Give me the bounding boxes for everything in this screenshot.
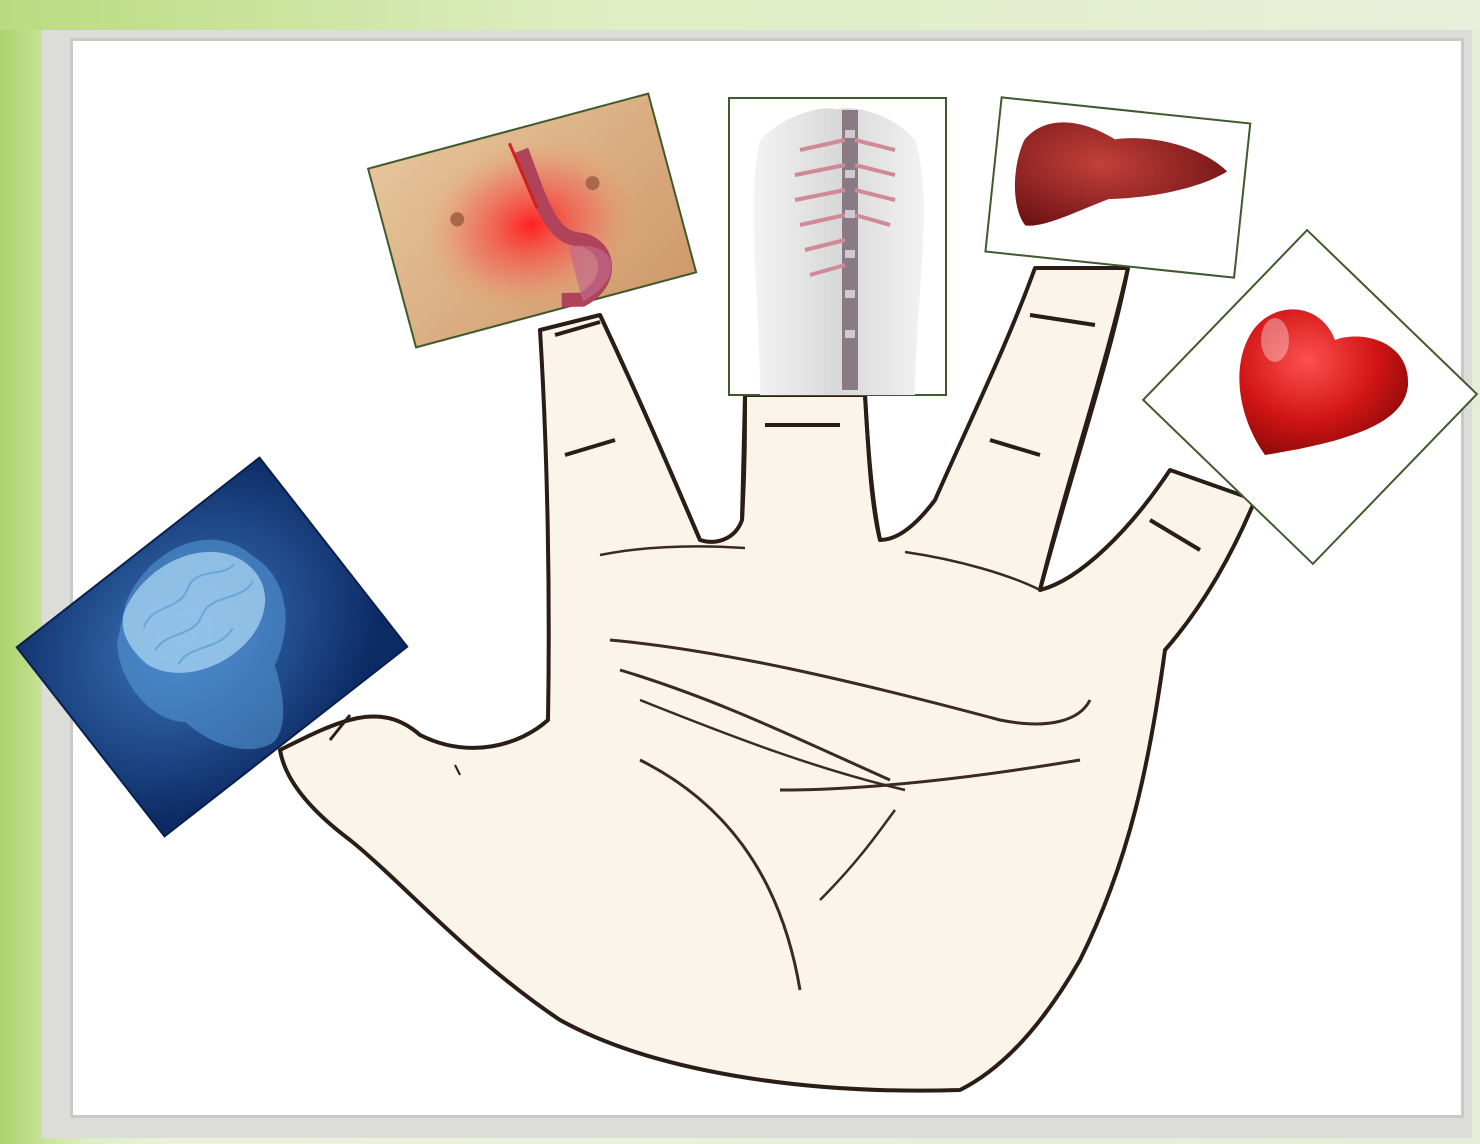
spine-icon xyxy=(729,98,946,395)
liver-icon xyxy=(985,97,1250,277)
stomach-icon xyxy=(368,94,696,348)
